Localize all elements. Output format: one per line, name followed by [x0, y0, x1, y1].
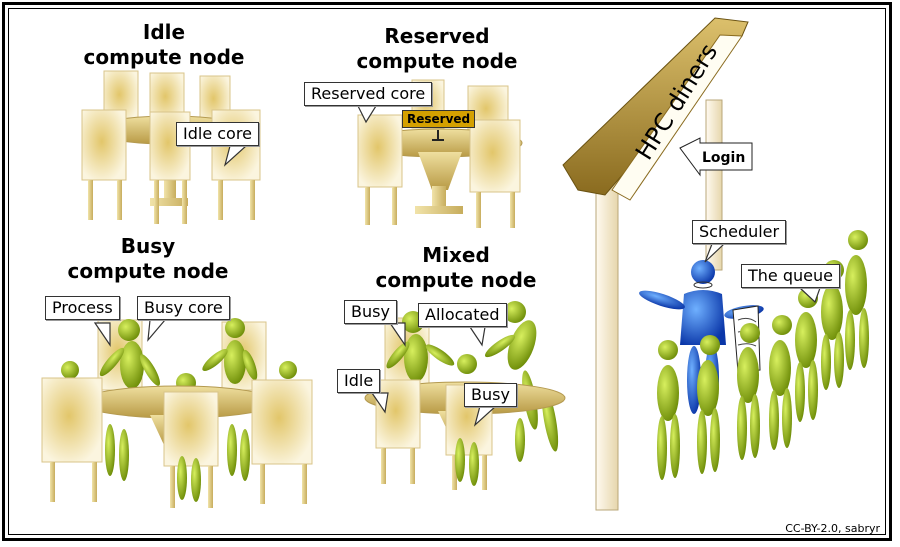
queue-figures — [657, 230, 869, 480]
reserved-title-line2: compute node — [356, 49, 518, 73]
idle-core-bubble: Idle core — [176, 122, 259, 146]
mixed-allocated-bubble: Allocated — [418, 303, 507, 327]
mixed-busy-bubble-2: Busy — [464, 383, 517, 407]
busy-node-illustration — [41, 318, 313, 508]
login-arrow-label: Login — [702, 150, 746, 166]
inner-frame — [8, 8, 886, 535]
busy-title-line2: compute node — [67, 259, 229, 283]
reserved-title-line1: Reserved — [384, 24, 490, 48]
mixed-title-line2: compute node — [375, 268, 537, 292]
idle-title-line2: compute node — [83, 45, 245, 69]
reserved-node-title: Reserved compute node — [352, 24, 522, 74]
mixed-busy-bubble-1: Busy — [344, 300, 397, 324]
busy-core-bubble: Busy core — [137, 296, 230, 320]
busy-node-title: Busy compute node — [62, 234, 234, 284]
idle-title-line1: Idle — [142, 20, 186, 44]
idle-node-title: Idle compute node — [78, 20, 250, 70]
bubble-tails — [93, 105, 821, 427]
process-bubble: Process — [45, 296, 120, 320]
mixed-title-line1: Mixed — [422, 243, 490, 267]
mixed-idle-bubble: Idle — [337, 369, 381, 393]
reserved-core-bubble: Reserved core — [304, 82, 433, 106]
busy-title-line1: Busy — [120, 234, 176, 258]
mixed-node-title: Mixed compute node — [370, 243, 542, 293]
reserved-sign: Reserved — [402, 110, 476, 128]
credit-text: CC-BY-2.0, sabryr — [785, 522, 880, 535]
scheduler-bubble: Scheduler — [692, 220, 787, 244]
queue-bubble: The queue — [741, 264, 840, 288]
